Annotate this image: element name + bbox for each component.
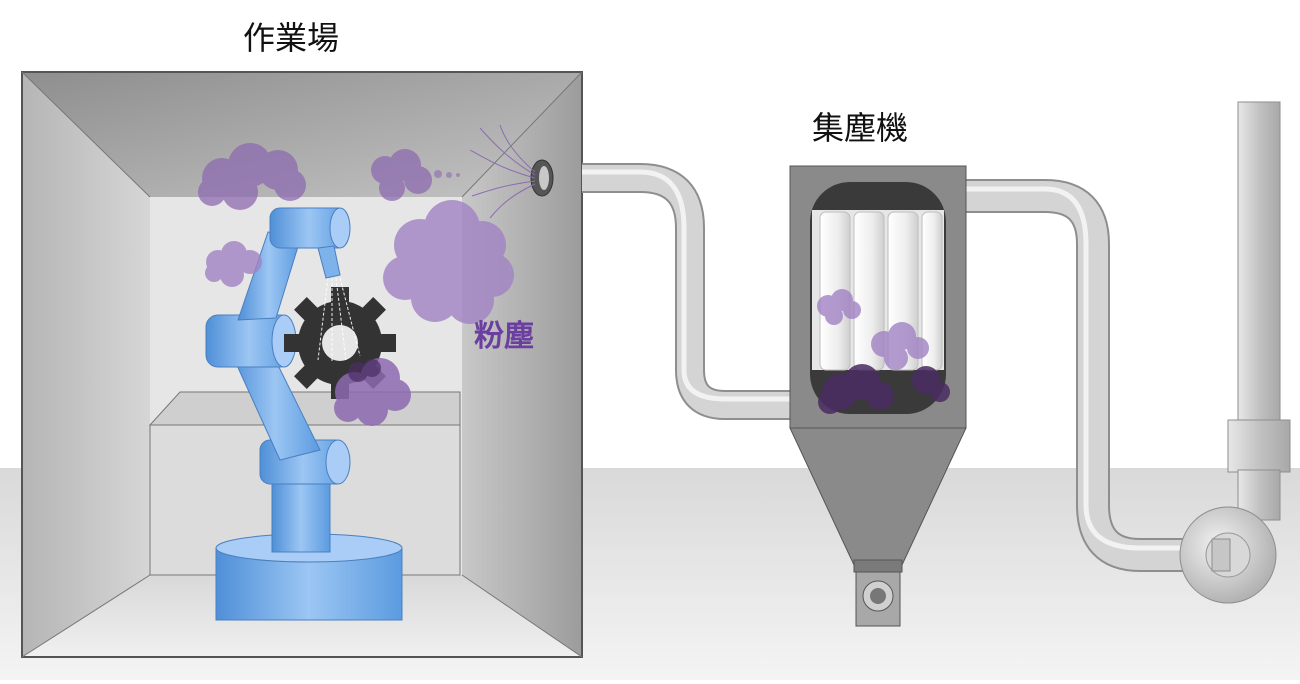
spray [317,277,361,362]
duct-pipes [582,163,1215,572]
exhaust-fan [1179,101,1291,604]
room-right-wall [462,72,582,657]
room-left-wall [22,72,150,657]
dust-label: 粉塵 [474,319,534,354]
room-outline [21,71,583,658]
dust-collector-label: 集塵機 [812,109,909,147]
dust-clouds-workshop [198,143,514,426]
workshop-label: 作業場 [243,19,340,57]
dust-collector-unit [789,165,967,627]
room-ceiling [22,72,582,197]
robot-arm [205,207,403,621]
exhaust-port [469,124,554,219]
filter-bags [819,211,943,371]
